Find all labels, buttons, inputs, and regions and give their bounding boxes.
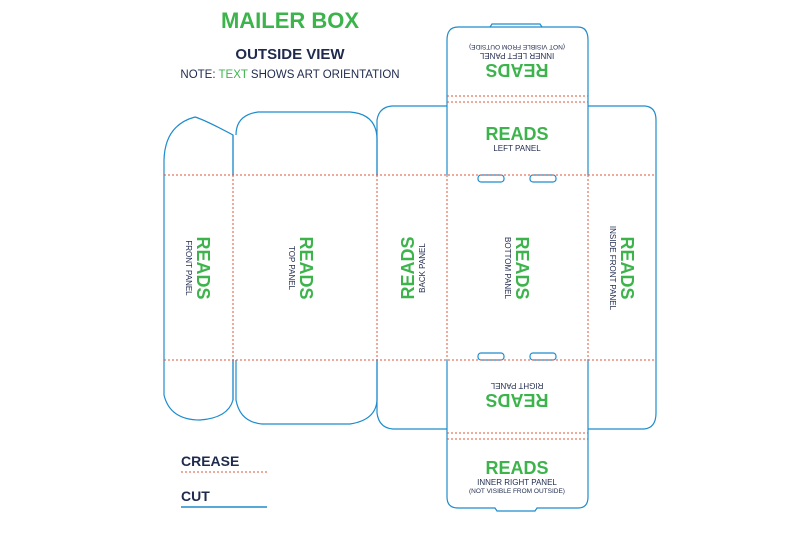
left-panel-reads: READS xyxy=(485,124,549,144)
top-panel-reads: READS xyxy=(296,236,316,300)
bottom-panel-reads: READS xyxy=(512,236,532,300)
crease-lines xyxy=(164,95,656,440)
top-panel-text: READS TOP PANEL xyxy=(287,208,316,328)
right-panel-label: RIGHT PANEL xyxy=(490,381,544,390)
inner-left-panel-text: READS INNER LEFT PANEL (NOT VISIBLE FROM… xyxy=(457,40,577,82)
front-panel-reads: READS xyxy=(193,236,213,300)
legend-crease-label: CREASE xyxy=(181,453,240,469)
note-suffix: SHOWS ART ORIENTATION xyxy=(250,69,400,81)
left-panel-label: LEFT PANEL xyxy=(493,144,541,153)
front-panel-label: FRONT PANEL xyxy=(184,240,193,296)
slot-bottom-left xyxy=(477,352,505,361)
front-panel-text: READS FRONT PANEL xyxy=(184,208,213,328)
right-panel-reads: READS xyxy=(485,390,549,410)
inner-left-panel-label: INNER LEFT PANEL xyxy=(479,51,555,60)
inner-left-panel-reads: READS xyxy=(485,60,549,80)
slot-bottom-right xyxy=(529,352,557,361)
inner-left-panel-sub: (NOT VISIBLE FROM OUTSIDE) xyxy=(469,43,565,50)
front-top-slit-upper xyxy=(232,111,378,175)
front-top-slit-lower xyxy=(232,360,378,425)
inner-right-panel-reads: READS xyxy=(485,458,549,478)
orientation-note: NOTE: TEXT SHOWS ART ORIENTATION xyxy=(170,69,410,81)
back-panel-reads: READS xyxy=(398,236,418,300)
inside-front-panel-reads: READS xyxy=(617,236,637,300)
inside-front-panel-label: INSIDE FRONT PANEL xyxy=(608,225,617,311)
diagram-title: MAILER BOX xyxy=(220,8,360,33)
inside-front-flap xyxy=(588,105,657,430)
slot-top-right xyxy=(529,174,557,183)
bottom-panel-text: READS BOTTOM PANEL xyxy=(503,208,532,328)
inner-right-panel-sub: (NOT VISIBLE FROM OUTSIDE) xyxy=(469,488,565,495)
center-column-left xyxy=(446,26,589,106)
note-prefix: NOTE: xyxy=(180,69,216,81)
left-panel-text: READS LEFT PANEL xyxy=(457,122,577,156)
note-accent: TEXT xyxy=(218,69,248,81)
back-panel-top-tab xyxy=(376,105,447,175)
back-panel-label: BACK PANEL xyxy=(418,243,427,293)
view-subtitle: OUTSIDE VIEW xyxy=(235,46,345,63)
back-panel-text: READS BACK PANEL xyxy=(398,208,427,328)
cut-lines xyxy=(163,23,657,512)
slot-top-left xyxy=(477,174,505,183)
top-panel-label: TOP PANEL xyxy=(287,245,296,291)
front-flap-outline xyxy=(163,116,234,421)
legend-cut-label: CUT xyxy=(181,488,210,504)
inner-right-panel-text: READS INNER RIGHT PANEL (NOT VISIBLE FRO… xyxy=(457,456,577,498)
inside-front-panel-text: READS INSIDE FRONT PANEL xyxy=(608,208,637,328)
back-panel-bottom-tab xyxy=(376,360,447,430)
inner-left-notch xyxy=(489,23,543,28)
inner-right-panel-label: INNER RIGHT PANEL xyxy=(477,478,557,487)
center-column-left-lower xyxy=(446,429,589,512)
bottom-panel-label: BOTTOM PANEL xyxy=(503,237,512,299)
right-panel-text: READS RIGHT PANEL xyxy=(457,378,577,412)
